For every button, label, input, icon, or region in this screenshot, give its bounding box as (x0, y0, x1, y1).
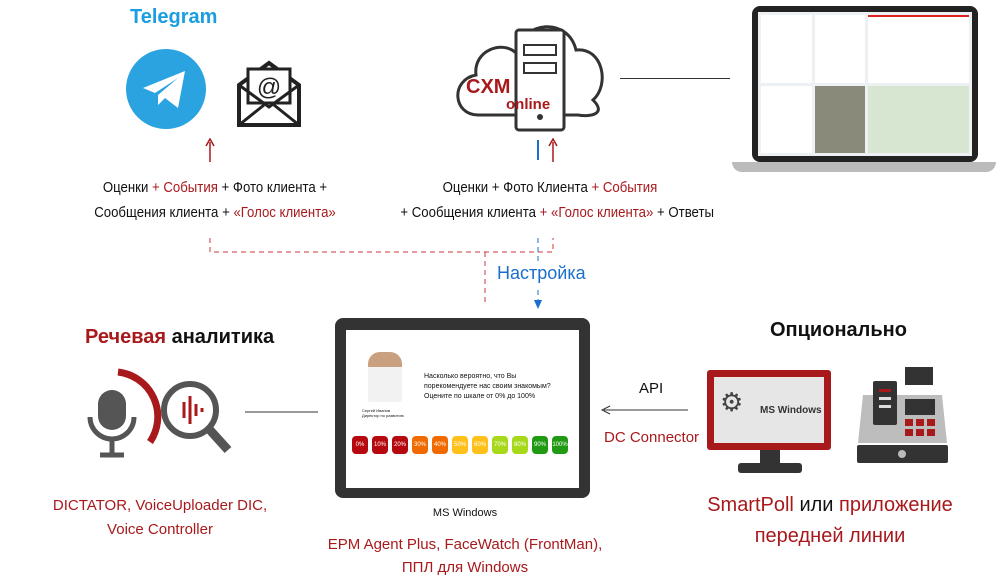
rating-option[interactable]: 60% (472, 436, 488, 454)
rating-scale: 0%10%20%30%40%50%60%70%80%90%100% (352, 436, 568, 454)
text: Директор по развитию (362, 413, 404, 418)
tablet-os-label: MS Windows (432, 507, 498, 519)
text: Сообщения клиента + (94, 204, 234, 221)
text: SmartPoll (707, 494, 794, 516)
dc-connector-label: DC Connector (604, 429, 700, 446)
rating-option[interactable]: 100% (552, 436, 568, 454)
text: Оценки + Фото Клиента (442, 179, 592, 196)
person-photo (368, 352, 402, 402)
telegram-icon (126, 49, 206, 129)
microphone-icon (87, 368, 232, 458)
rating-option[interactable]: 0% (352, 436, 368, 454)
text: + Фото клиента + (217, 179, 328, 196)
telegram-title: Telegram (130, 6, 218, 28)
text: передней линии (754, 525, 906, 547)
speech-analytics-title: Речевая аналитика (85, 326, 274, 349)
text: аналитика (166, 326, 275, 348)
monitor-stand (760, 450, 780, 464)
monitor-os-label: MS Windows (760, 405, 822, 416)
text: или (793, 494, 840, 516)
api-label: API (639, 380, 664, 397)
left-data-description: Оценки + События + Фото клиента + Сообще… (79, 175, 352, 225)
text: + События (151, 179, 218, 196)
optional-products: SmartPoll или приложение передней линии (700, 490, 960, 552)
rating-option[interactable]: 80% (512, 436, 528, 454)
text: + «Голос клиента» (539, 204, 654, 221)
arrow-up-icon (205, 138, 215, 162)
text: DICTATOR, VoiceUploader DIC, (52, 497, 268, 514)
monitor-base (738, 463, 802, 473)
sync-arrows-icon (537, 138, 558, 162)
rating-option[interactable]: 40% (432, 436, 448, 454)
text: + Ответы (653, 204, 714, 221)
rating-option[interactable]: 20% (392, 436, 408, 454)
text: приложение (839, 494, 953, 516)
center-data-description: Оценки + Фото Клиента + События + Сообще… (400, 175, 714, 225)
text: ППЛ для Windows (401, 559, 529, 576)
rating-option[interactable]: 90% (532, 436, 548, 454)
laptop-base (732, 162, 996, 172)
email-icon: @ (237, 60, 301, 127)
windows-monitor: MS Windows ⚙ (707, 370, 831, 450)
text: + События (591, 179, 658, 196)
survey-question: Насколько вероятно, что Вы порекомендует… (424, 373, 551, 400)
svg-text:online: online (506, 96, 550, 113)
tablet-products: EPM Agent Plus, FaceWatch (FrontMan), ППЛ… (310, 533, 620, 579)
text: Сергей Иванов (362, 408, 391, 413)
connector-line (620, 78, 730, 79)
optional-title: Опционально (770, 319, 907, 341)
svg-text:@: @ (257, 74, 281, 101)
text: Voice Controller (107, 521, 213, 538)
text: + Сообщения клиента (400, 204, 540, 221)
speech-products: DICTATOR, VoiceUploader DIC, Voice Contro… (40, 494, 280, 542)
setup-label: Настройка (497, 263, 586, 283)
rating-option[interactable]: 10% (372, 436, 388, 454)
cxm-logo-text: CXM (466, 76, 510, 98)
cash-register-icon (857, 367, 948, 463)
rating-option[interactable]: 30% (412, 436, 428, 454)
text: Речевая (85, 326, 167, 348)
text: Оценки (102, 179, 152, 196)
text: «Голос клиента» (233, 204, 336, 221)
text: EPM Agent Plus, FaceWatch (FrontMan), (327, 536, 603, 553)
laptop-dashboard (752, 6, 978, 162)
rating-option[interactable]: 50% (452, 436, 468, 454)
gears-icon: ⚙ (720, 387, 744, 417)
rating-option[interactable]: 70% (492, 436, 508, 454)
